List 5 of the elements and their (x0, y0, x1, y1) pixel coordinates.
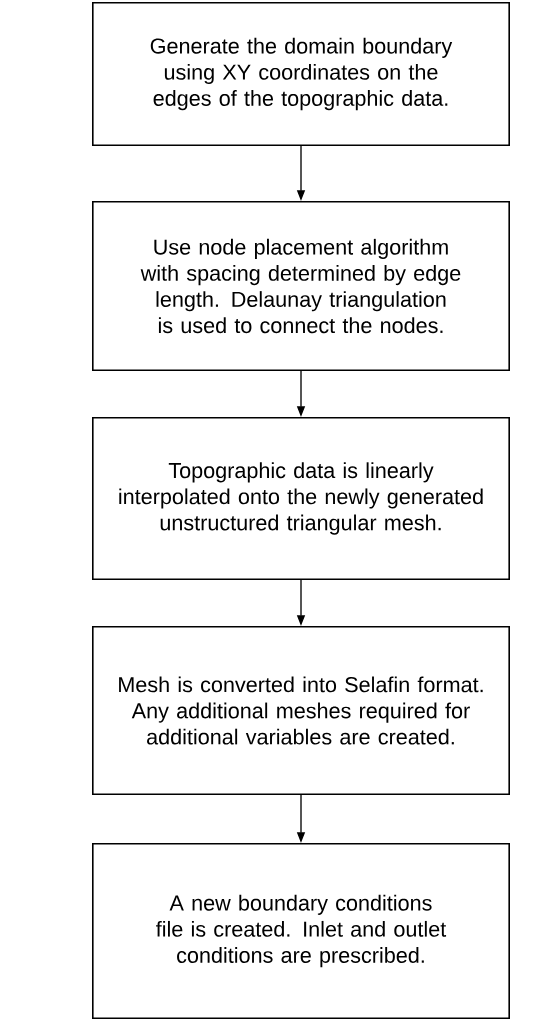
process-box: A new boundary conditions file is created. Inlet and outlet conditions are prescribed. (92, 843, 510, 1019)
process-box: Topographic data is linearly interpolated onto the newly generated unstructured triangular mesh. (92, 417, 510, 580)
process-box: Mesh is converted into Selafin format. Any additional meshes required for additional variables are created. (92, 626, 510, 795)
process-box: Use node placement algorithm with spacing determined by edge length. Delaunay triangulation is used to connect the nodes. (92, 201, 510, 371)
process-box: Generate the domain boundary using XY coordinates on the edges of the topographic data. (92, 2, 510, 146)
